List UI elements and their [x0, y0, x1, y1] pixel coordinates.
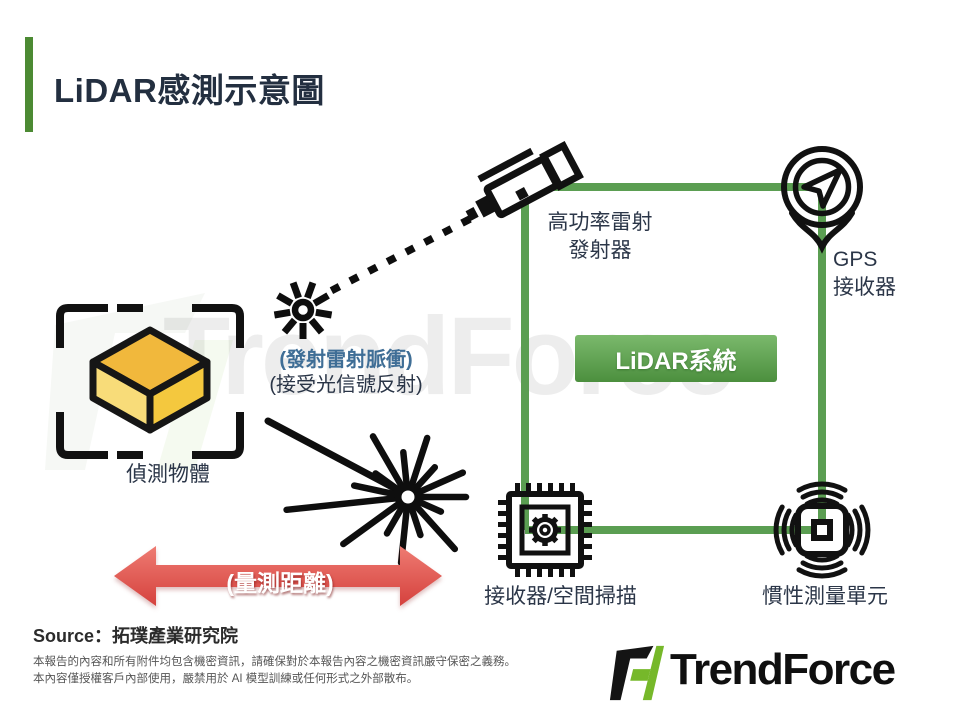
cube-icon	[89, 326, 211, 434]
laser-beam-dashed-line	[321, 215, 472, 299]
navigation-arrow-icon	[801, 167, 843, 209]
disclaimer-line-1: 本報告的內容和所有附件均包含機密資訊，請確保對於本報告內容之機密資訊嚴守保密之義…	[33, 656, 516, 668]
pulse-annotations: (發射雷射脈衝) (接受光信號反射)	[255, 348, 437, 398]
lidar-system-box-label: LiDAR系統	[615, 348, 737, 375]
lidar-system-frame	[521, 183, 826, 534]
cube-target-icon	[56, 304, 244, 459]
laser-emitter-label-line1: 高功率雷射	[547, 211, 653, 234]
distance-annotation: (量測距離)	[226, 570, 334, 596]
title-accent-bar	[25, 37, 33, 132]
gps-receiver-label: GPS 接收器	[833, 246, 896, 302]
distance-arrow	[114, 546, 442, 606]
laser-emitter-label-line2: 發射器	[568, 239, 632, 262]
reflection-line	[264, 417, 400, 493]
detected-object-label: 偵測物體	[126, 463, 210, 486]
scan-brackets	[56, 304, 244, 459]
lidar-system-box: LiDAR系統	[575, 335, 777, 382]
emit-pulse-annotation: (發射雷射脈衝)	[279, 349, 413, 371]
laser-spark-icon	[273, 281, 333, 339]
imu-label: 慣性測量單元	[762, 585, 888, 608]
laser-emitter-label: 高功率雷射 發射器	[530, 209, 670, 265]
imu-vibration-icon	[773, 481, 871, 579]
chip-gear-icon	[498, 483, 592, 577]
trendforce-logo-icon	[609, 645, 665, 701]
gps-pin-icon	[781, 146, 863, 254]
laser-burst-icon	[283, 433, 470, 566]
source-line: Source：拓璞產業研究院	[33, 626, 239, 646]
receiver-scanner-label: 接收器/空間掃描	[484, 585, 637, 608]
receive-signal-annotation: (接受光信號反射)	[269, 374, 423, 396]
laser-gun-icon	[465, 141, 584, 221]
trendforce-logo-text: TrendForce	[670, 645, 896, 694]
gps-label-line1: GPS	[833, 248, 878, 271]
disclaimer-line-2: 本內容僅授權客戶內部使用，嚴禁用於 AI 模型訓練或任何形式之外部散布。	[33, 673, 419, 685]
page-title: LiDAR感測示意圖	[54, 72, 325, 109]
gps-label-line2: 接收器	[833, 276, 896, 299]
